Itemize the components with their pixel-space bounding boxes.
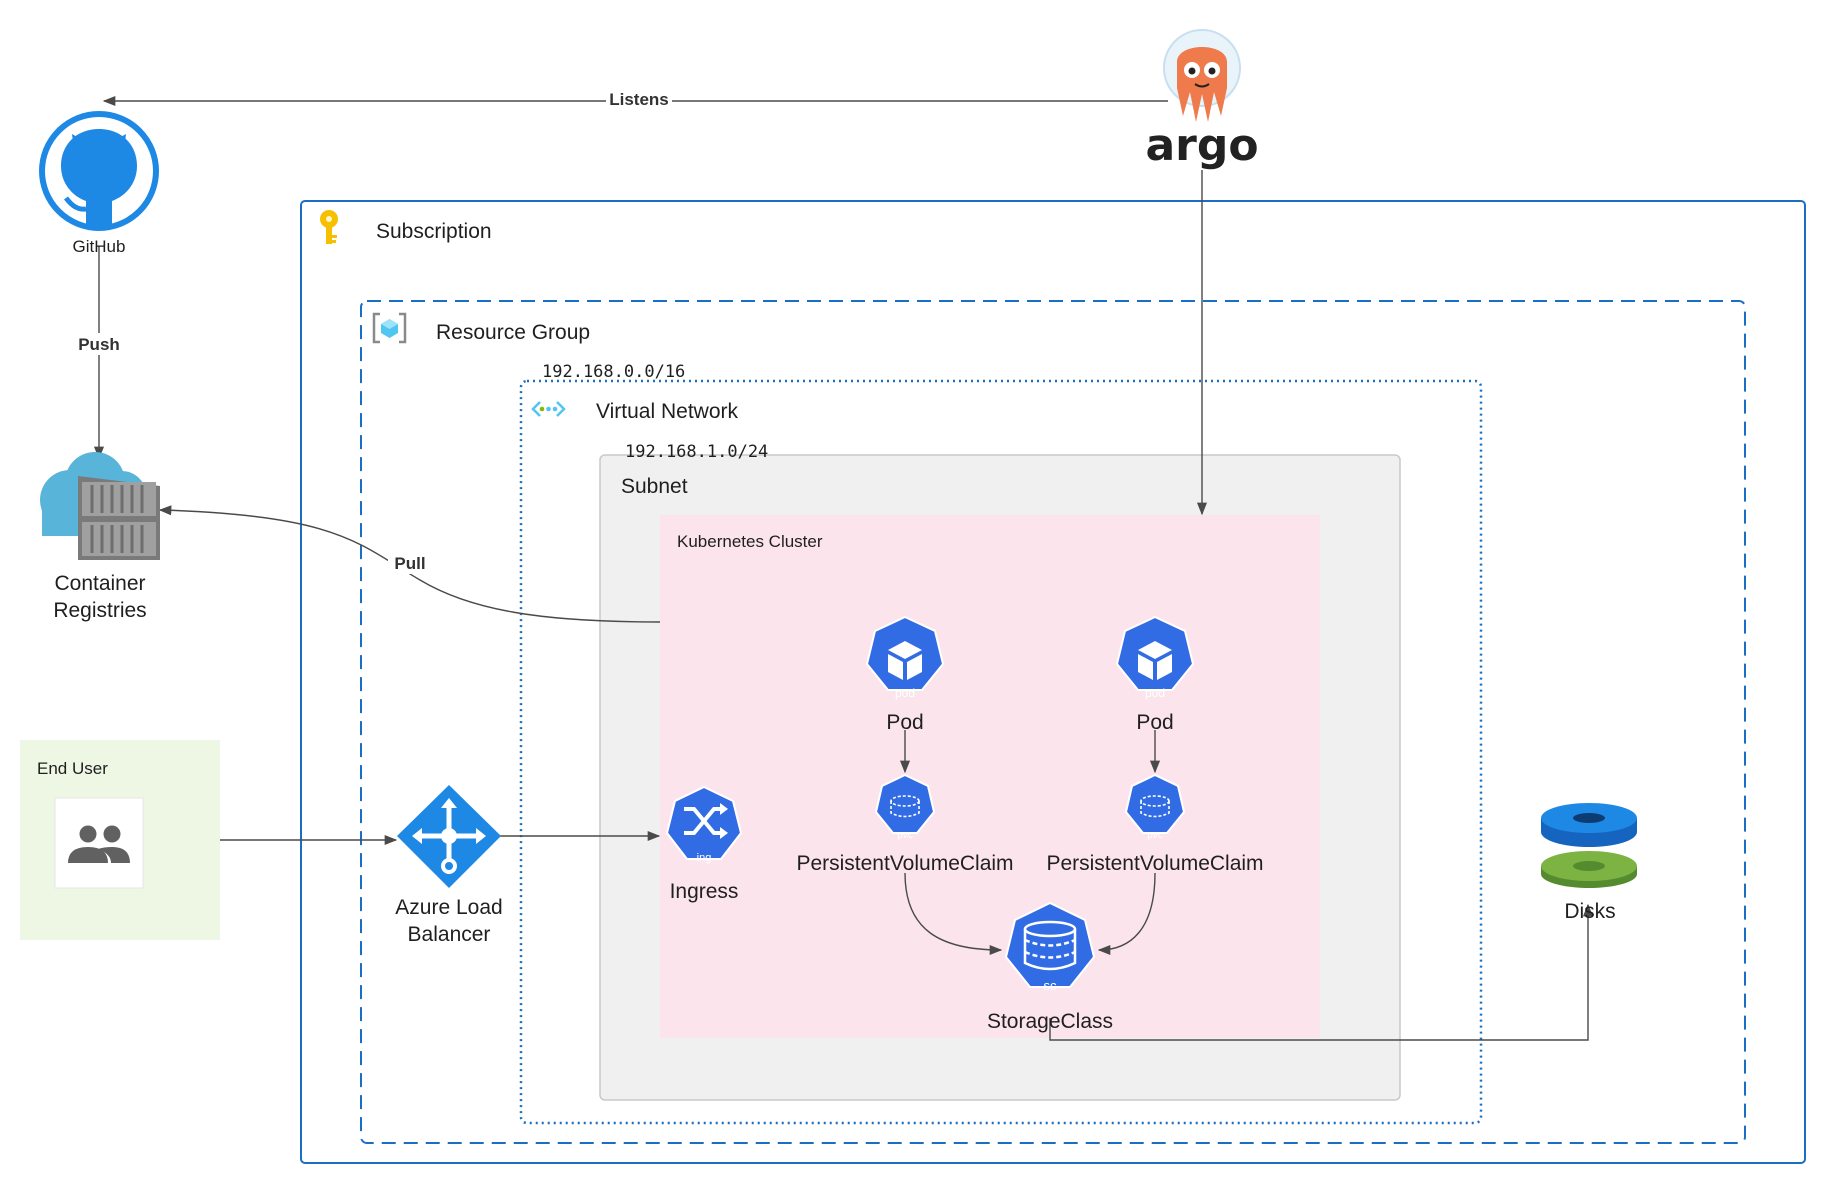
- subnet-cidr-label: 192.168.1.0/24: [625, 442, 768, 462]
- resource-group-label: Resource Group: [436, 321, 590, 344]
- end-user-card: [54, 797, 144, 889]
- subscription-label: Subscription: [376, 220, 492, 243]
- edge-label-listens: Listens: [606, 90, 672, 110]
- key-icon: [320, 210, 338, 244]
- azure-load-balancer-node: Azure Load Balancer: [395, 785, 503, 946]
- edge-pull: [158, 505, 661, 623]
- pod-icon: pod: [1115, 615, 1195, 700]
- ingress-node: ing Ingress: [665, 785, 743, 903]
- kubernetes-cluster-container: Kubernetes Cluster: [660, 515, 1320, 1038]
- pvc-node-2: pvc PersistentVolumeClaim: [1046, 773, 1264, 875]
- load-balancer-label-2: Balancer: [408, 923, 491, 946]
- pod-label-1: Pod: [886, 711, 923, 734]
- container-registries-label-2: Registries: [53, 599, 146, 622]
- svg-text:Pull: Pull: [394, 554, 425, 573]
- pvc-node-1: pvc PersistentVolumeClaim: [796, 773, 1014, 875]
- svg-text:Push: Push: [78, 335, 120, 354]
- pod-badge: pod: [895, 686, 915, 700]
- argo-octopus-icon: [1163, 29, 1241, 122]
- end-user-container: End User: [20, 740, 220, 940]
- edge-pvc2-to-sc: [1097, 872, 1156, 956]
- container-registries-label-1: Container: [54, 572, 145, 595]
- users-icon: [68, 825, 130, 863]
- argo-node: argo: [1145, 29, 1259, 171]
- resource-group-icon: [372, 312, 407, 344]
- storage-class-label: StorageClass: [987, 1010, 1113, 1033]
- pod-node-2: pod Pod: [1115, 615, 1195, 734]
- github-label: GitHub: [73, 237, 126, 256]
- ingress-icon: ing: [665, 785, 743, 864]
- edge-sc-to-disks: [1049, 903, 1594, 1041]
- edge-label-pull: Pull: [388, 552, 432, 574]
- github-icon: [39, 111, 159, 231]
- github-node: GitHub: [39, 111, 159, 256]
- vnet-cidr-label: 192.168.0.0/16: [542, 362, 685, 382]
- virtual-network-container: 192.168.0.0/16 Virtual Network: [519, 362, 1483, 1125]
- pvc-icon: pvc: [874, 773, 936, 841]
- svg-text:Listens: Listens: [609, 90, 669, 109]
- edges: [93, 95, 1594, 1041]
- disks-node: Disks: [1541, 803, 1637, 923]
- pod-icon: pod: [865, 615, 945, 700]
- edge-label-push: Push: [74, 333, 124, 355]
- argo-wordmark: argo: [1145, 120, 1258, 171]
- container-registries-node: Container Registries: [40, 452, 160, 622]
- ingress-badge: ing: [697, 852, 712, 864]
- load-balancer-label-1: Azure Load: [395, 896, 502, 919]
- pvc-label-1: PersistentVolumeClaim: [796, 852, 1013, 875]
- subnet-label: Subnet: [621, 475, 688, 498]
- edge-pvc1-to-sc: [904, 872, 1003, 956]
- storage-class-node: sc StorageClass: [987, 901, 1113, 1033]
- load-balancer-icon: [397, 785, 501, 888]
- pod-badge: pod: [1145, 686, 1165, 700]
- virtual-network-label: Virtual Network: [596, 400, 738, 423]
- kubernetes-cluster-label: Kubernetes Cluster: [677, 532, 823, 551]
- virtual-network-icon: [531, 401, 566, 417]
- pod-label-2: Pod: [1136, 711, 1173, 734]
- disks-label: Disks: [1564, 900, 1615, 923]
- pvc-icon: pvc: [1124, 773, 1186, 841]
- disks-icon: [1541, 803, 1637, 888]
- container-registry-icon: [40, 452, 160, 560]
- pvc-badge: pvc: [897, 830, 913, 841]
- pvc-label-2: PersistentVolumeClaim: [1046, 852, 1263, 875]
- subscription-container: Subscription: [300, 200, 1806, 1164]
- storage-class-icon: sc: [1004, 901, 1096, 993]
- end-user-label: End User: [37, 759, 108, 778]
- ingress-label: Ingress: [670, 880, 739, 903]
- pvc-badge: pvc: [1147, 830, 1163, 841]
- pod-node-1: pod Pod: [865, 615, 945, 734]
- resource-group-container: Resource Group: [360, 300, 1746, 1144]
- sc-badge: sc: [1044, 978, 1058, 993]
